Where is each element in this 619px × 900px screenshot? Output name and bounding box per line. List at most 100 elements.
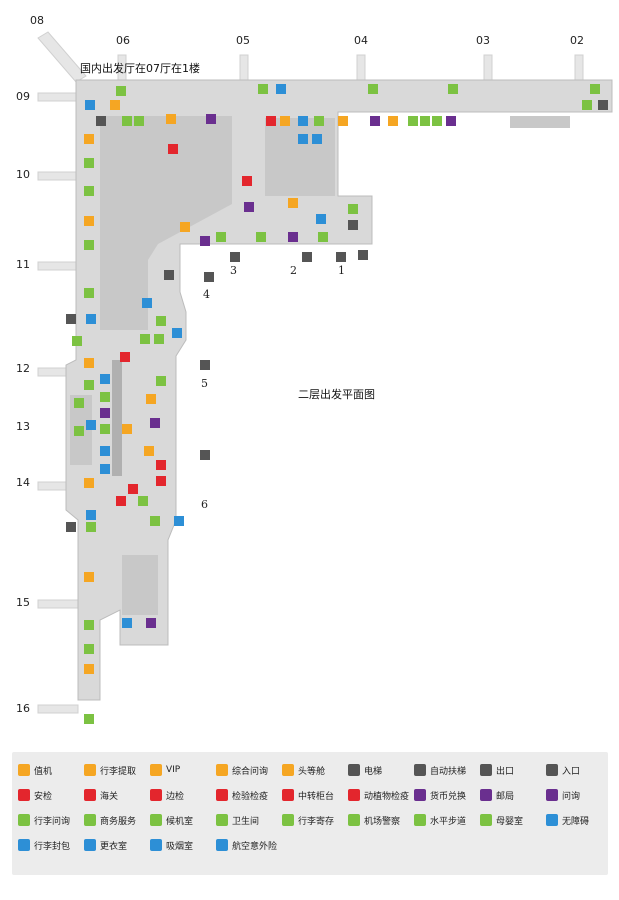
waiting-room-icon bbox=[116, 86, 126, 96]
jetbridge-10 bbox=[37, 171, 79, 181]
jetbridge-11 bbox=[37, 261, 79, 271]
restroom-icon bbox=[140, 334, 150, 344]
entrance-icon bbox=[200, 360, 210, 370]
changing-room-icon bbox=[142, 298, 152, 308]
info-desk-icon bbox=[216, 764, 228, 776]
baggage-inquiry-icon bbox=[408, 116, 418, 126]
legend-item: 行李封包 bbox=[18, 837, 70, 853]
baggage-claim-icon bbox=[84, 764, 96, 776]
checkin-icon bbox=[18, 764, 30, 776]
plant-quarantine-icon bbox=[348, 789, 360, 801]
jetbridge-09 bbox=[37, 92, 79, 102]
elevator-icon bbox=[242, 176, 252, 186]
legend-label: 入口 bbox=[562, 766, 581, 777]
currency-exchange-icon bbox=[86, 510, 96, 520]
restroom-icon bbox=[72, 336, 82, 346]
entrance-label-3: 3 bbox=[230, 264, 237, 277]
legend-label: 电梯 bbox=[364, 766, 383, 777]
info-desk-icon bbox=[388, 116, 398, 126]
legend-label: 水平步道 bbox=[430, 816, 467, 827]
info-desk-icon bbox=[122, 424, 132, 434]
jetbridge-04 bbox=[356, 54, 366, 84]
info-desk-icon bbox=[110, 100, 120, 110]
smoking-room-icon bbox=[150, 839, 162, 851]
restroom-icon bbox=[74, 398, 84, 408]
luggage-wrap-icon bbox=[298, 134, 308, 144]
legend-item: 入口 bbox=[546, 762, 580, 778]
restroom-icon bbox=[100, 424, 110, 434]
legend-item: 检验检疫 bbox=[216, 787, 268, 803]
post-office-icon bbox=[100, 408, 110, 418]
restroom-icon bbox=[138, 496, 148, 506]
waiting-room-icon bbox=[150, 814, 162, 826]
legend-label: 问询 bbox=[562, 791, 581, 802]
restroom-icon bbox=[86, 522, 96, 532]
accessible-icon bbox=[546, 814, 558, 826]
transfer-counter-icon bbox=[168, 144, 178, 154]
airport-police-icon bbox=[348, 814, 360, 826]
legend-item: 邮局 bbox=[480, 787, 514, 803]
border-control-icon bbox=[266, 116, 276, 126]
waiting-room-icon bbox=[368, 84, 378, 94]
luggage-storage-icon bbox=[282, 814, 294, 826]
legend-label: 商务服务 bbox=[100, 816, 137, 827]
legend-item: 货币兑换 bbox=[414, 787, 466, 803]
info-desk-icon bbox=[84, 216, 94, 226]
legend-label: 候机室 bbox=[166, 816, 194, 827]
legend-label: 母婴室 bbox=[496, 816, 524, 827]
gate-label-09: 09 bbox=[16, 90, 30, 103]
changing-room-icon bbox=[100, 464, 110, 474]
legend-label: 机场警察 bbox=[364, 816, 401, 827]
quarantine-icon bbox=[216, 789, 228, 801]
security-icon bbox=[116, 496, 126, 506]
phone-icon bbox=[288, 232, 298, 242]
legend-label: 卫生间 bbox=[232, 816, 260, 827]
restroom-icon bbox=[216, 814, 228, 826]
legend-item: 动植物检疫 bbox=[348, 787, 409, 803]
jetbridge-03 bbox=[483, 54, 493, 84]
customs-icon bbox=[156, 476, 166, 486]
gate-label-10: 10 bbox=[16, 168, 30, 181]
legend-item: VIP bbox=[150, 762, 180, 778]
moving-walkway-icon bbox=[318, 232, 328, 242]
currency-exchange-icon bbox=[146, 618, 156, 628]
legend-label: 综合问询 bbox=[232, 766, 269, 777]
waiting-room-icon bbox=[84, 158, 94, 168]
floor-plan-title: 二层出发平面图 bbox=[298, 388, 375, 401]
phone-icon bbox=[206, 114, 216, 124]
waiting-room-icon bbox=[84, 240, 94, 250]
legend-label: 自动扶梯 bbox=[430, 766, 467, 777]
hall-c bbox=[122, 555, 158, 615]
entrance-label-6: 6 bbox=[201, 498, 208, 511]
legend-label: 值机 bbox=[34, 766, 53, 777]
legend-item: 综合问询 bbox=[216, 762, 268, 778]
legend-label: VIP bbox=[166, 765, 181, 775]
border-control-icon bbox=[156, 460, 166, 470]
strip-e bbox=[510, 116, 570, 128]
legend-item: 行李问询 bbox=[18, 812, 70, 828]
transfer-counter-icon bbox=[282, 789, 294, 801]
legend-label: 头等舱 bbox=[298, 766, 326, 777]
legend-item: 海关 bbox=[84, 787, 118, 803]
info-desk-icon bbox=[84, 358, 94, 368]
waiting-room-icon bbox=[448, 84, 458, 94]
luggage-storage-icon bbox=[146, 394, 156, 404]
car-icon bbox=[200, 450, 210, 460]
jetbridge-16 bbox=[37, 704, 79, 714]
vip-icon bbox=[150, 764, 162, 776]
phone-icon bbox=[446, 116, 456, 126]
exit-icon bbox=[66, 522, 76, 532]
legend-item: 问询 bbox=[546, 787, 580, 803]
legend-item: 吸烟室 bbox=[150, 837, 193, 853]
escalator-icon bbox=[164, 270, 174, 280]
jetbridge-08 bbox=[37, 31, 87, 83]
legend-item: 水平步道 bbox=[414, 812, 466, 828]
legend-item: 更衣室 bbox=[84, 837, 127, 853]
waiting-room-icon bbox=[74, 426, 84, 436]
legend-item: 行李寄存 bbox=[282, 812, 334, 828]
domestic-departure-note: 国内出发厅在07厅在1楼 bbox=[80, 62, 200, 75]
entrance-label-1: 1 bbox=[338, 264, 345, 277]
legend-label: 海关 bbox=[100, 791, 119, 802]
legend-item: 母婴室 bbox=[480, 812, 523, 828]
elevator-icon bbox=[120, 352, 130, 362]
